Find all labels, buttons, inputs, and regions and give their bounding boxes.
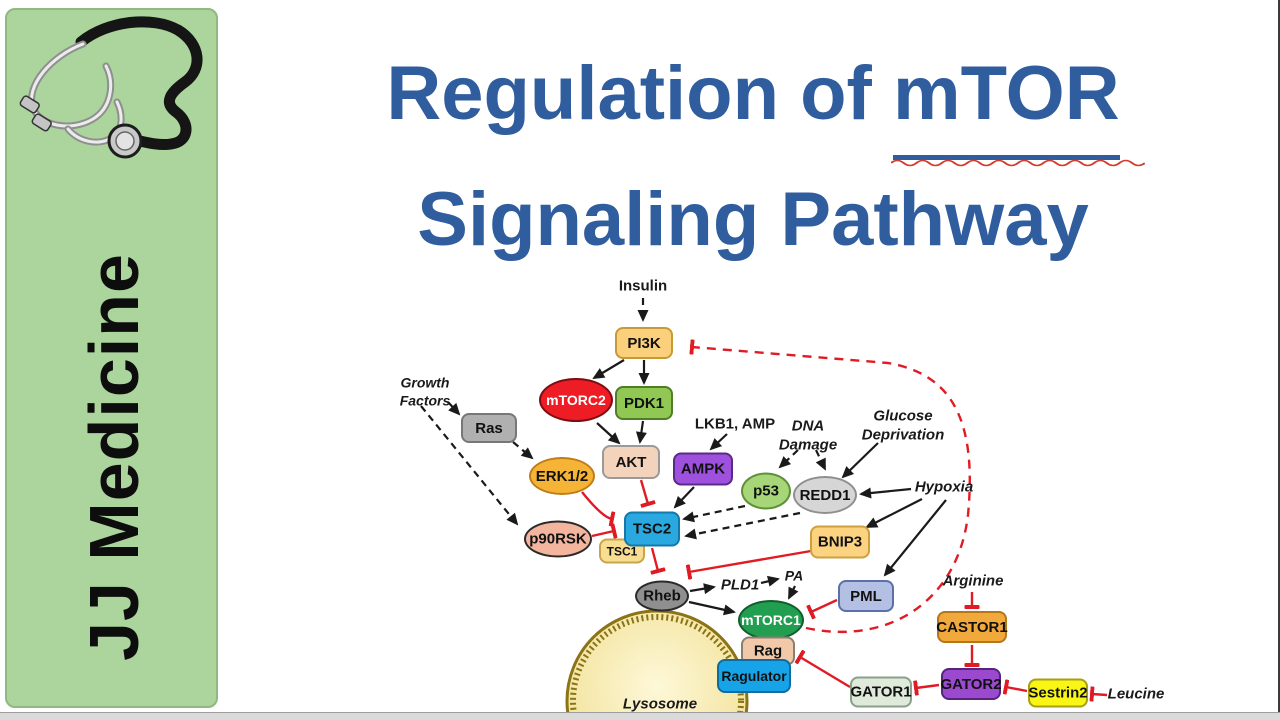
node-pml: PML <box>838 580 894 612</box>
inhib-gator1-rag <box>794 649 851 689</box>
right-edge-line <box>1278 0 1280 712</box>
node-akt: AKT <box>602 445 660 479</box>
node-mtorc1: mTORC1 <box>738 600 804 640</box>
node-bnip3: BNIP3 <box>810 525 870 559</box>
edge-dnadamage-redd1 <box>815 449 826 471</box>
inhib-pml-mtorc1 <box>806 598 838 620</box>
page-title: Regulation of mTOR Signaling Pathway <box>228 34 1278 280</box>
node-gator2: GATOR2 <box>940 668 1002 700</box>
label-hypoxia: Hypoxia <box>914 478 974 496</box>
inhib-gator2-gator1 <box>913 680 940 696</box>
edge-mtorc2-akt <box>596 422 621 445</box>
node-pdk1: PDK1 <box>615 386 673 420</box>
edge-hypoxia-bnip3 <box>865 498 923 528</box>
node-p53: p53 <box>741 472 791 510</box>
edge-pdk1-akt <box>635 420 647 444</box>
label-dna-damage: DNA Damage <box>778 417 838 453</box>
inhib-p90rsk-tsc2 <box>591 523 618 539</box>
node-ampk: AMPK <box>673 452 733 486</box>
stethoscope-icon <box>19 16 203 159</box>
node-rheb: Rheb <box>635 580 689 612</box>
node-castor1: CASTOR1 <box>936 611 1008 643</box>
lysosome-organelle <box>565 609 749 720</box>
label-glucose-deprivation: Glucose Deprivation <box>861 407 945 443</box>
node-gator1: GATOR1 <box>850 676 912 708</box>
edge-ampk-tsc2 <box>673 486 695 509</box>
inhib-mtorc1-pi3k-feedback <box>689 339 971 633</box>
edge-pa-mtorc1 <box>788 585 799 600</box>
node-ragulator: Ragulator <box>717 659 791 693</box>
node-sestrin2: Sestrin2 <box>1028 678 1088 708</box>
edge-p53-tsc2 <box>682 504 746 523</box>
edge-pi3k-mtorc2 <box>592 359 625 380</box>
edge-pld1-pa <box>760 575 780 587</box>
label-growth-factors: Growth Factors <box>399 374 451 409</box>
title-mtor-underlined: mTOR <box>891 34 1145 167</box>
inhib-akt-tsc2 <box>639 479 656 508</box>
edge-lkb1amp-ampk <box>709 433 728 451</box>
label-pa: PA <box>784 567 804 584</box>
edge-dnadamage-p53 <box>778 449 799 469</box>
node-pi3k: PI3K <box>615 327 673 359</box>
label-arginine: Arginine <box>942 572 1004 590</box>
edge-rheb-mtorc1 <box>688 600 736 616</box>
node-redd1: REDD1 <box>793 476 857 514</box>
label-insulin: Insulin <box>618 277 668 295</box>
inhib-leucine-sestrin2 <box>1089 686 1108 702</box>
title-line1-prefix: Regulation of <box>386 51 872 136</box>
title-line-1: Regulation of mTOR <box>228 34 1278 167</box>
edge-redd1-tsc2 <box>684 511 801 540</box>
title-line-2: Signaling Pathway <box>417 177 1089 262</box>
edge-growthfactors-ras <box>447 401 461 416</box>
label-lysosome: Lysosome <box>622 695 698 713</box>
node-erk12: ERK1/2 <box>529 457 595 495</box>
node-ras: Ras <box>461 413 517 443</box>
edge-hypoxia-redd1 <box>859 487 912 499</box>
node-p90rsk: p90RSK <box>524 520 592 558</box>
label-pld1: PLD1 <box>720 576 760 594</box>
label-lkb1-amp: LKB1, AMP <box>694 415 776 433</box>
bottom-gray-strip <box>0 712 1280 720</box>
inhib-tsc2-rheb <box>650 547 666 575</box>
label-leucine: Leucine <box>1107 685 1165 703</box>
edge-glucosedeprivation-redd1 <box>841 442 879 479</box>
edge-rheb-pld1 <box>689 583 716 595</box>
inhib-erk12-tsc2 <box>581 491 616 527</box>
node-tsc2: TSC2 <box>624 511 680 547</box>
inhib-bnip3-rheb <box>685 549 812 580</box>
edge-growthfactors-p90rsk <box>420 405 519 526</box>
edge-hypoxia-pml <box>883 499 947 577</box>
spellcheck-squiggle <box>891 159 1145 167</box>
edge-ras-erk12 <box>512 441 534 460</box>
inhib-sestrin2-gator2 <box>1002 679 1028 695</box>
brand-sidebar: JJ Medicine <box>5 8 218 708</box>
node-tsc1: TSC1 <box>599 538 645 564</box>
node-mtorc2: mTORC2 <box>539 378 613 422</box>
